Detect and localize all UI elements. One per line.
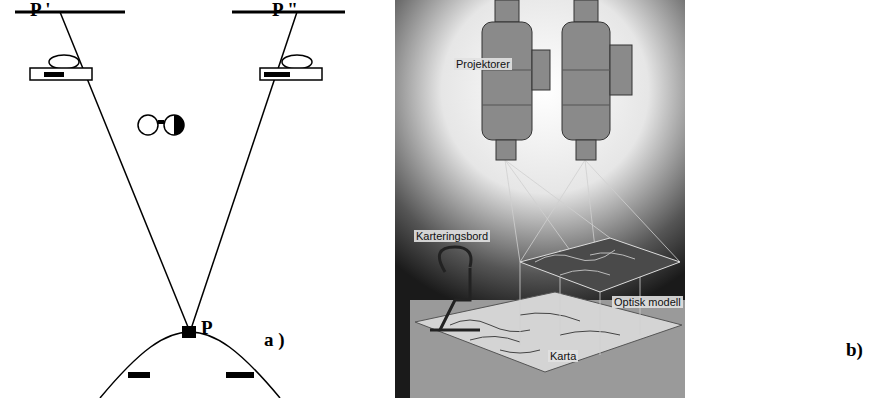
- part-name: Karta: [548, 350, 578, 362]
- part-name: Optisk modell: [612, 296, 683, 308]
- ground-point-label: P: [201, 318, 213, 339]
- image-point-label: P ": [272, 0, 298, 21]
- panel-label: a ): [264, 330, 285, 351]
- image-point-label: P ': [30, 0, 51, 21]
- part-name: Karteringsbord: [414, 230, 490, 242]
- stereo-schematic: [15, 12, 345, 398]
- panel-label: b): [846, 340, 863, 361]
- photo: [395, 0, 685, 398]
- part-name: Projektorer: [454, 58, 512, 70]
